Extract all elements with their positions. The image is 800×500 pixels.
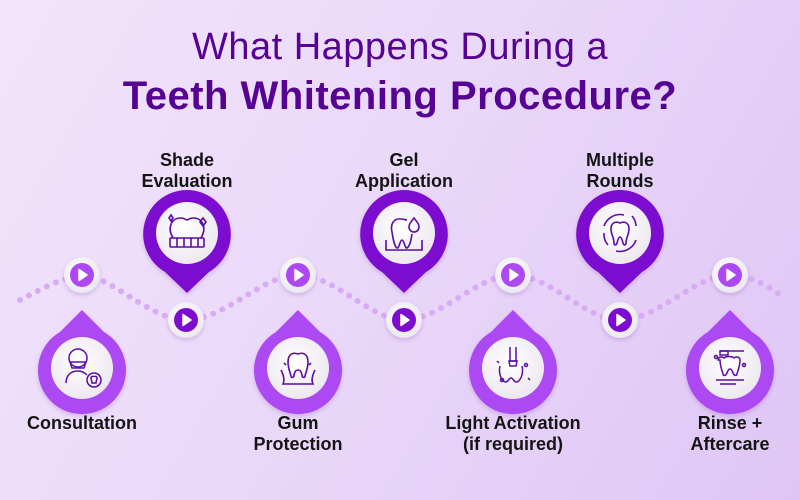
title-line-1: What Happens During a: [191, 26, 609, 68]
play-icon: [726, 268, 736, 282]
rinse-aftercare-icon: [713, 350, 747, 385]
label-line: Application: [355, 171, 453, 191]
step-label-multiple-rounds: Multiple Rounds: [530, 150, 710, 192]
step-pin-shade-evaluation: [143, 190, 231, 293]
step-label-shade-evaluation: Shade Evaluation: [97, 150, 277, 192]
play-button-3[interactable]: [280, 257, 316, 293]
play-button-4[interactable]: [386, 302, 422, 338]
play-icon: [509, 268, 519, 282]
title-line-2: Teeth Whitening Procedure?: [122, 74, 678, 118]
step-pin-light-activation: [468, 310, 557, 415]
step-label-consultation: Consultation: [0, 413, 172, 434]
step-label-gum-protection: Gum Protection: [208, 413, 388, 455]
step-pin-multiple-rounds: [576, 190, 664, 293]
label-line: Multiple: [586, 150, 654, 170]
shade-guide-icon: [168, 213, 207, 248]
label-line: Evaluation: [141, 171, 233, 191]
step-pin-rinse-aftercare: [686, 310, 774, 415]
label-line: Shade: [159, 150, 215, 170]
label-line: Gel: [389, 150, 419, 170]
play-button-1[interactable]: [64, 257, 100, 293]
repeat-tooth-icon: [603, 213, 637, 253]
gel-drop-tooth-icon: [385, 216, 423, 251]
play-icon: [400, 313, 410, 327]
step-pin-consultation: [38, 310, 127, 415]
label-line: Rounds: [586, 171, 654, 191]
step-label-rinse-aftercare: Rinse + Aftercare: [640, 413, 800, 455]
step-pin-gel-application: [360, 190, 448, 293]
play-button-7[interactable]: [712, 257, 748, 293]
play-button-2[interactable]: [168, 302, 204, 338]
label-line: (if required): [462, 434, 563, 454]
dentist-consultation-icon: [65, 348, 102, 388]
label-line: Light Activation: [445, 413, 581, 433]
step-label-light-activation: Light Activation (if required): [413, 413, 613, 455]
light-activation-icon: [496, 347, 531, 383]
label-line: Protection: [253, 434, 343, 454]
label-line: Rinse +: [697, 413, 763, 433]
step-label-gel-application: Gel Application: [314, 150, 494, 192]
label-line: Consultation: [27, 413, 137, 433]
label-line: Aftercare: [690, 434, 770, 454]
step-pin-gum-protection: [254, 310, 342, 415]
play-icon: [294, 268, 304, 282]
play-button-6[interactable]: [602, 302, 638, 338]
gum-protection-icon: [280, 352, 316, 385]
play-icon: [78, 268, 88, 282]
play-icon: [616, 313, 626, 327]
play-button-5[interactable]: [495, 257, 531, 293]
label-line: Gum: [277, 413, 319, 433]
play-icon: [182, 313, 192, 327]
